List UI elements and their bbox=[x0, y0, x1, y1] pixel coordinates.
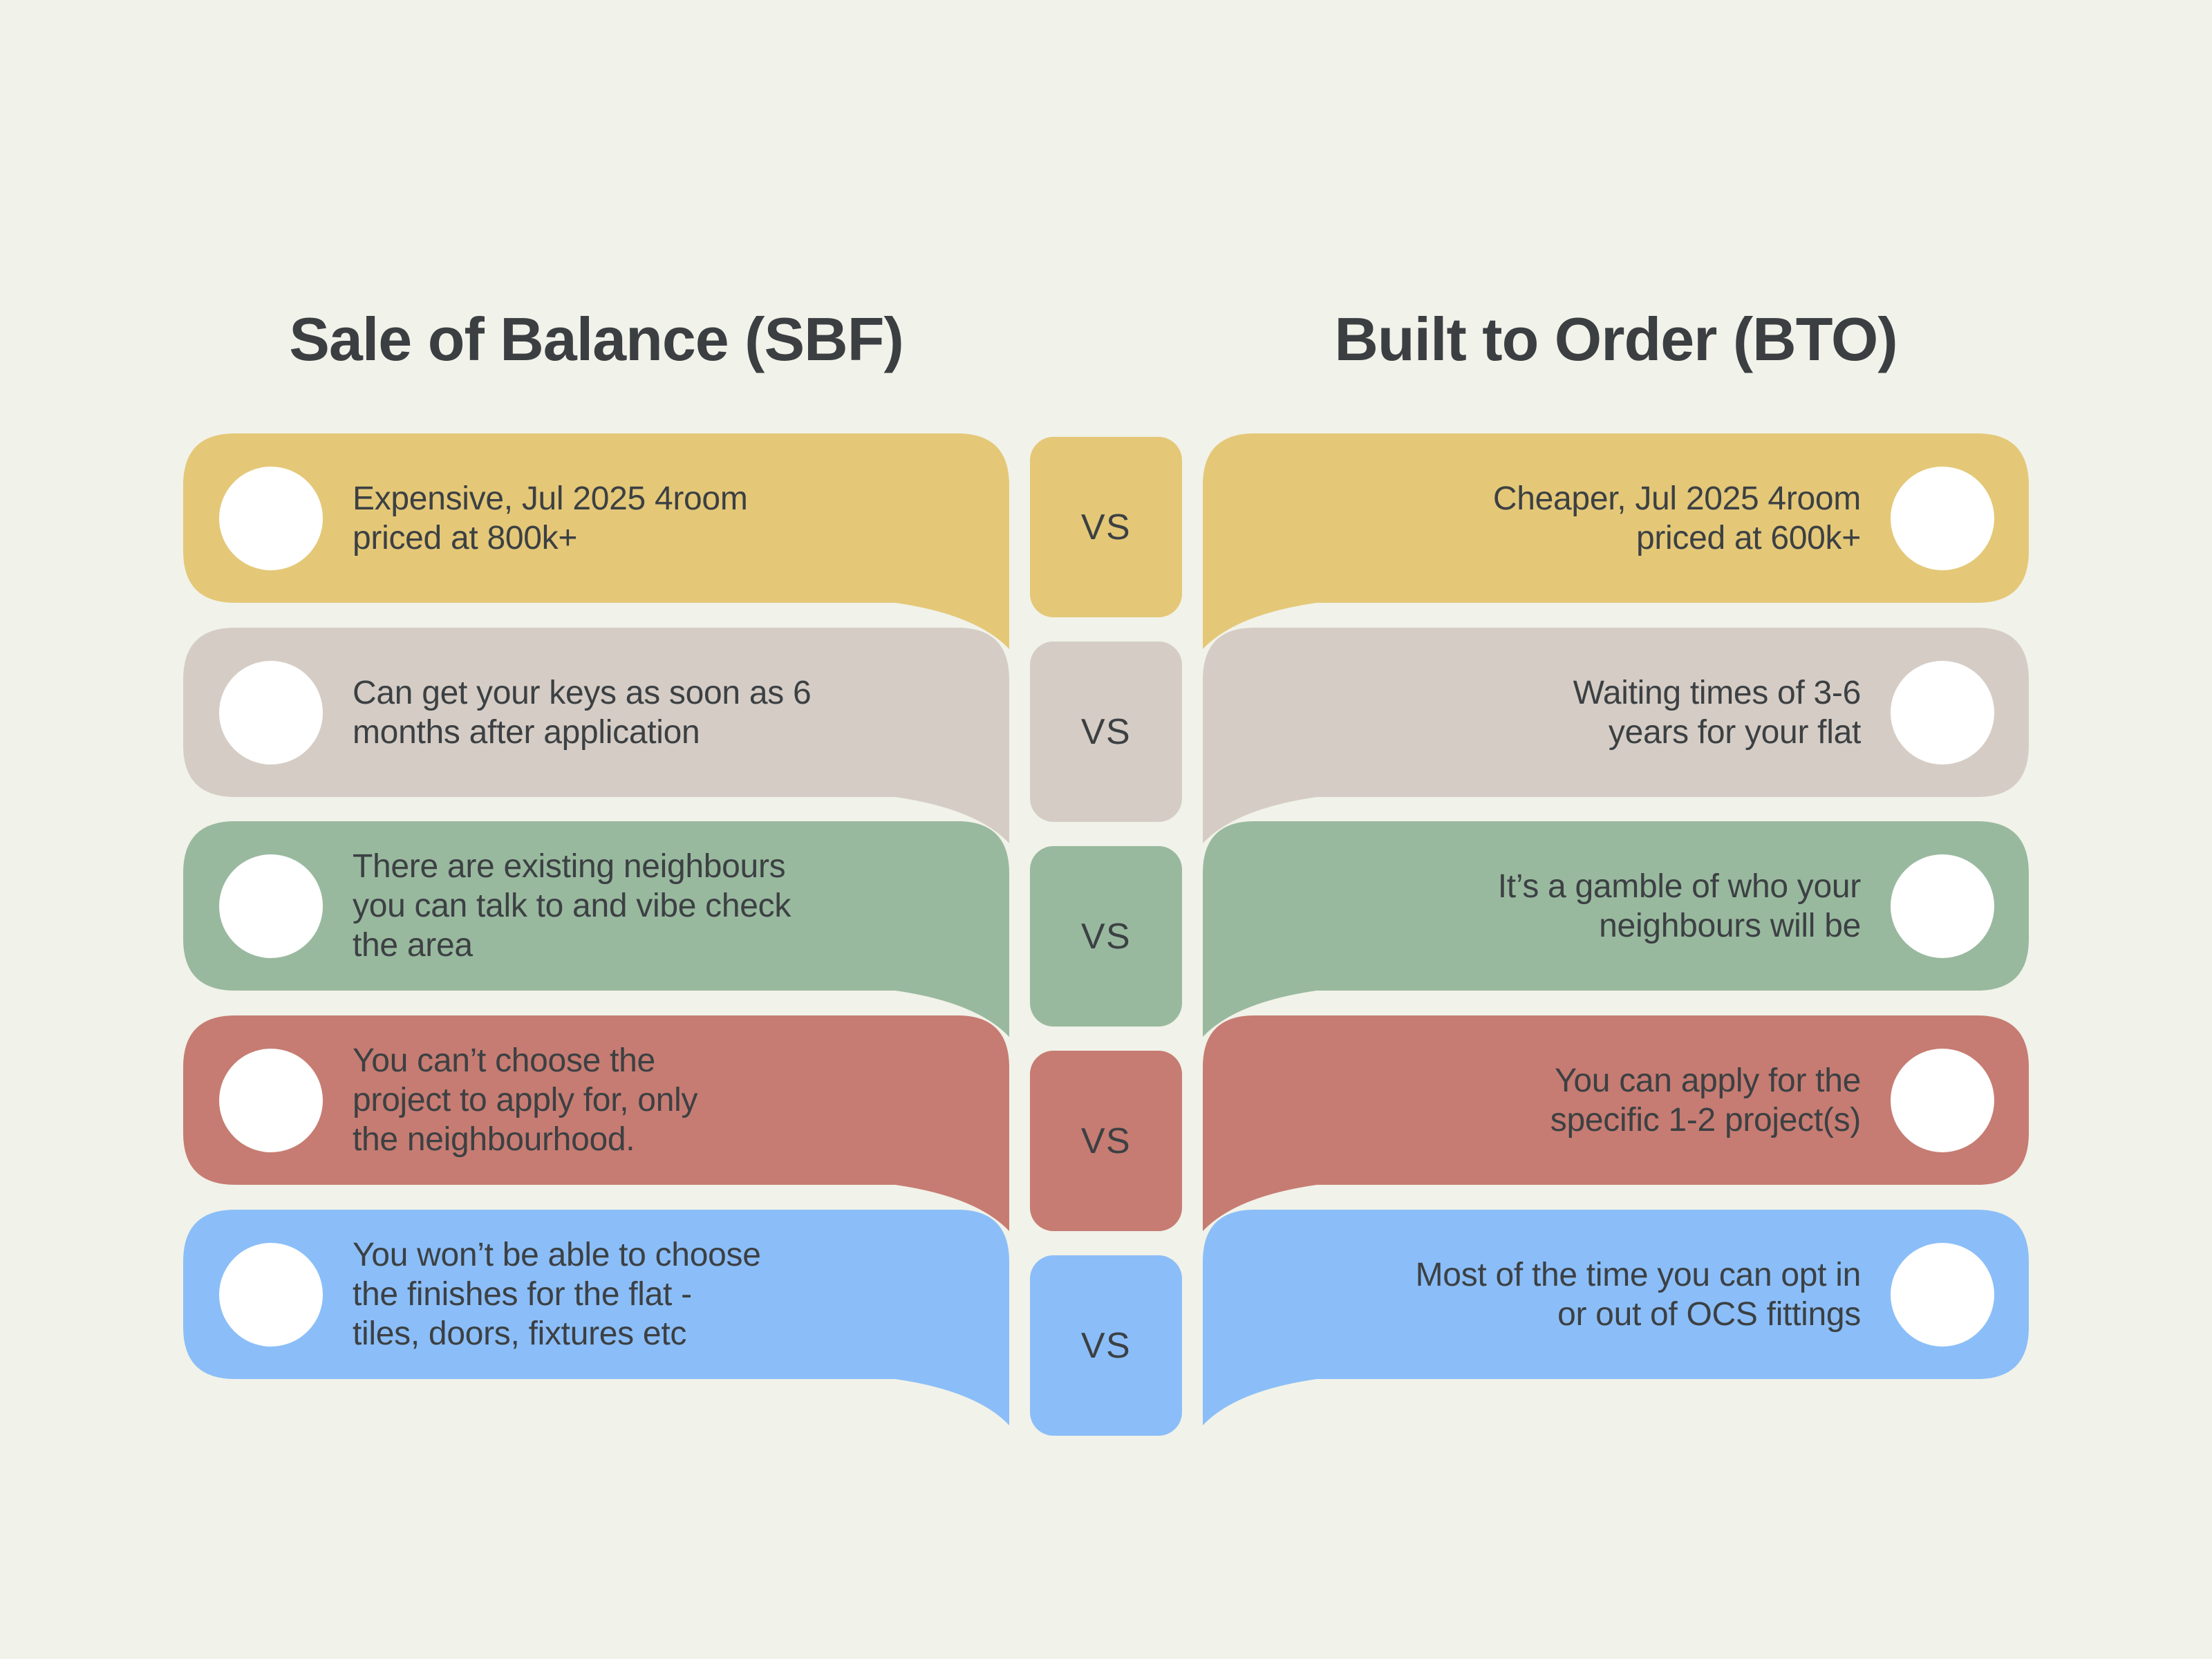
comparison-row-price: Expensive, Jul 2025 4room priced at 800k… bbox=[0, 433, 2212, 662]
bto-point-text: Most of the time you can opt in or out o… bbox=[1415, 1256, 1862, 1333]
sbf-point-text: You won’t be able to choose the finishes… bbox=[353, 1237, 761, 1352]
bullet-circle bbox=[219, 661, 323, 765]
bto-pill: Waiting times of 3-6 years for your flat bbox=[1203, 628, 2029, 845]
pill-shape bbox=[1203, 628, 2029, 843]
bullet-circle bbox=[1891, 854, 1994, 958]
sbf-point-text: You can’t choose the project to apply fo… bbox=[353, 1042, 698, 1158]
bullet-circle bbox=[1891, 661, 1994, 765]
bto-point-text: Waiting times of 3-6 years for your flat bbox=[1573, 674, 1862, 751]
bullet-circle bbox=[219, 1243, 323, 1347]
pill-shape bbox=[183, 628, 1009, 843]
bullet-circle bbox=[1891, 1243, 1994, 1347]
bullet-circle bbox=[219, 467, 323, 570]
pill-shape bbox=[183, 1015, 1009, 1231]
comparison-row-finishes: You won’t be able to choose the finishes… bbox=[0, 1210, 2212, 1438]
sbf-point-text: Can get your keys as soon as 6 months af… bbox=[353, 674, 812, 751]
pill-shape bbox=[1203, 821, 2029, 1037]
sbf-pill: You won’t be able to choose the finishes… bbox=[183, 1210, 1009, 1427]
sbf-point-text: Expensive, Jul 2025 4room priced at 800k… bbox=[353, 480, 748, 556]
sbf-pill: Can get your keys as soon as 6 months af… bbox=[183, 628, 1009, 845]
vs-badge: VS bbox=[1030, 1051, 1182, 1231]
vs-badge: VS bbox=[1030, 641, 1182, 822]
sbf-pill: Expensive, Jul 2025 4room priced at 800k… bbox=[183, 433, 1009, 651]
bullet-circle bbox=[219, 1049, 323, 1152]
pill-shape bbox=[1203, 1015, 2029, 1231]
bullet-circle bbox=[1891, 1049, 1994, 1152]
vs-badge: VS bbox=[1030, 437, 1182, 617]
vs-badge: VS bbox=[1030, 1255, 1182, 1436]
bto-pill: You can apply for the specific 1-2 proje… bbox=[1203, 1015, 2029, 1233]
bto-point-text: You can apply for the specific 1-2 proje… bbox=[1550, 1062, 1862, 1138]
bullet-circle bbox=[1891, 467, 1994, 570]
pill-shape bbox=[183, 433, 1009, 649]
comparison-row-neighbours: There are existing neighbours you can ta… bbox=[0, 821, 2212, 1049]
comparison-row-project-choice: You can’t choose the project to apply fo… bbox=[0, 1015, 2212, 1244]
pill-shape bbox=[1203, 433, 2029, 649]
bto-point-text: Cheaper, Jul 2025 4room priced at 600k+ bbox=[1492, 480, 1861, 556]
sbf-point-text: There are existing neighbours you can ta… bbox=[353, 848, 791, 964]
pill-shape bbox=[1203, 1210, 2029, 1425]
pill-shape bbox=[183, 1210, 1009, 1425]
comparison-row-waiting-time: Can get your keys as soon as 6 months af… bbox=[0, 628, 2212, 856]
bto-pill: It’s a gamble of who your neighbours wil… bbox=[1203, 821, 2029, 1039]
pill-shape bbox=[183, 821, 1009, 1037]
bto-point-text: It’s a gamble of who your neighbours wil… bbox=[1497, 868, 1862, 944]
sbf-pill: You can’t choose the project to apply fo… bbox=[183, 1015, 1009, 1233]
bullet-circle bbox=[219, 854, 323, 958]
vs-badge: VS bbox=[1030, 846, 1182, 1027]
bto-pill: Most of the time you can opt in or out o… bbox=[1203, 1210, 2029, 1427]
column-header-bto: Built to Order (BTO) bbox=[1334, 305, 1897, 373]
sbf-pill: There are existing neighbours you can ta… bbox=[183, 821, 1009, 1039]
bto-pill: Cheaper, Jul 2025 4room priced at 600k+ bbox=[1203, 433, 2029, 651]
column-header-sbf: Sale of Balance (SBF) bbox=[289, 305, 904, 373]
